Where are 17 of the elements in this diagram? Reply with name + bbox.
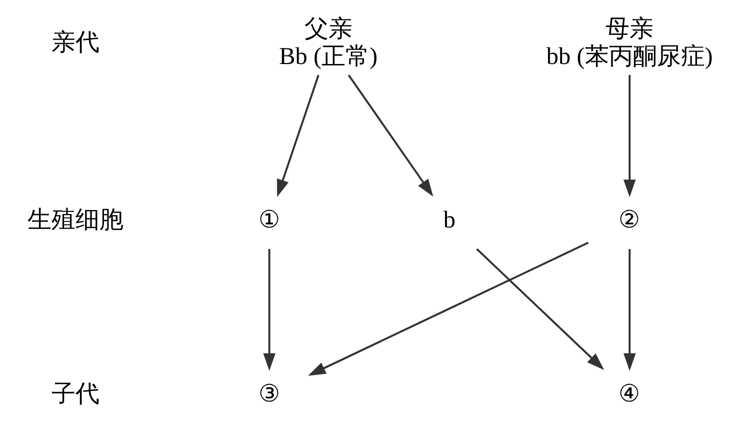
arrow (347, 74, 433, 197)
label: 生殖细胞 (27, 206, 124, 234)
node-text: ④ (618, 380, 640, 408)
arrow (276, 74, 319, 197)
arrow (308, 242, 588, 376)
arrow (622, 75, 636, 198)
node-text: ② (618, 206, 640, 234)
node-text: ③ (258, 380, 280, 408)
node-text: ① (258, 206, 280, 234)
label: 亲代 (51, 29, 100, 56)
node-text: 父亲 Bb (正常) (278, 16, 378, 70)
arrow (622, 249, 636, 371)
arrow (476, 248, 604, 370)
arrow (262, 249, 275, 371)
node-text: b (442, 206, 456, 234)
label: 子代 (51, 380, 100, 408)
node-text: 母亲 bb (苯丙酮尿症) (546, 16, 712, 70)
